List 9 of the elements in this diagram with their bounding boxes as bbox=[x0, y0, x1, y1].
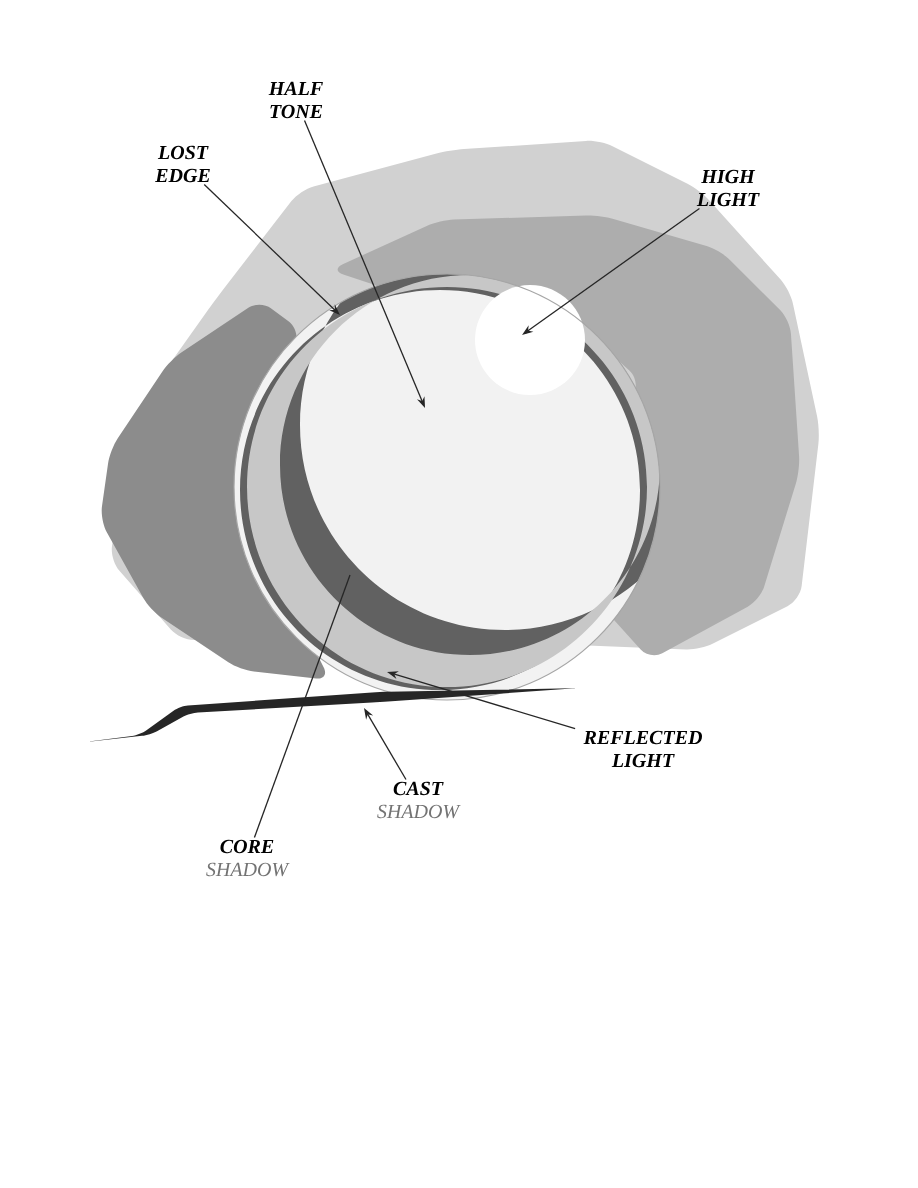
leader-line bbox=[522, 207, 701, 335]
callout-label: CORE SHADOW bbox=[206, 839, 290, 877]
leader-line bbox=[253, 574, 351, 839]
callout-label: LOST EDGE bbox=[155, 145, 210, 183]
callout-label: HIGH LIGHT bbox=[696, 169, 760, 207]
leader-line bbox=[203, 183, 340, 315]
callout-label: CAST SHADOW bbox=[377, 781, 461, 819]
callout-label: REFLECTED LIGHT bbox=[583, 730, 702, 768]
callout-label: HALF TONE bbox=[268, 81, 323, 119]
